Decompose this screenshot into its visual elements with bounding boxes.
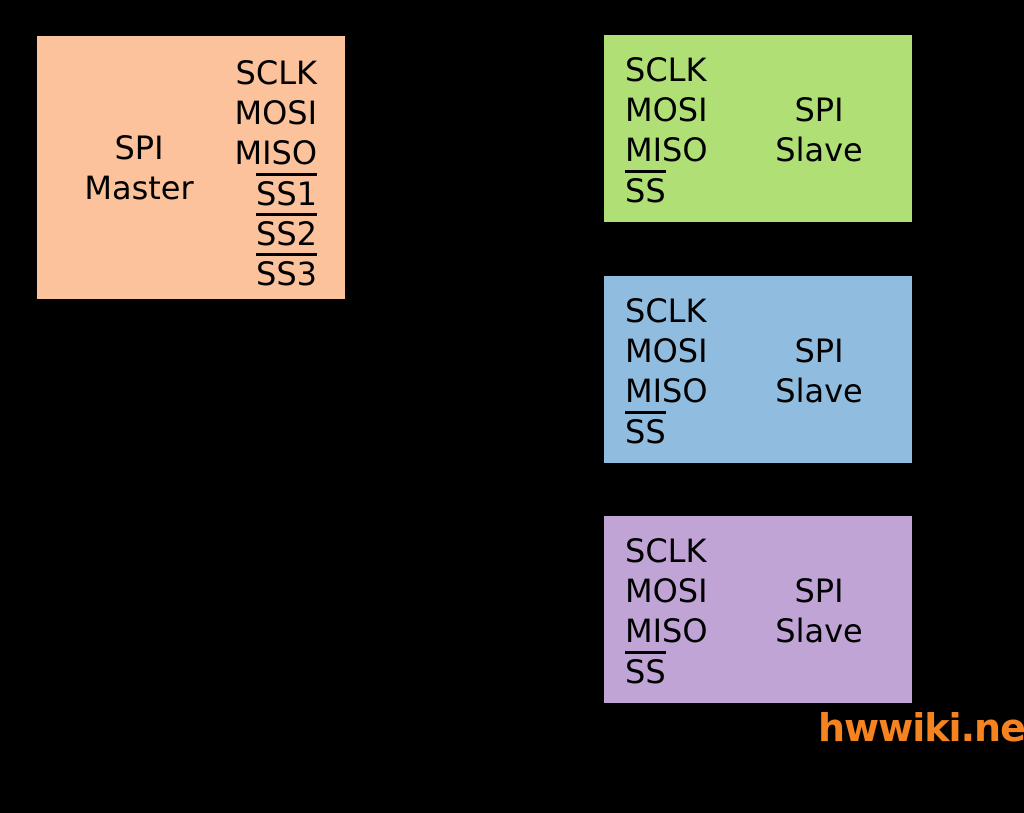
slave3-pin-sclk: SCLK <box>625 532 707 570</box>
spi-slave1-box: SCLK MOSI MISO SS SPI Slave <box>602 33 914 224</box>
spi-slave2-label-line2: Slave <box>775 372 863 410</box>
spi-slave3-label-line1: SPI <box>794 572 844 610</box>
spi-master-label-line2: Master <box>84 169 194 207</box>
slave3-pin-miso: MISO <box>625 612 708 650</box>
slave3-pin-mosi: MOSI <box>625 572 708 610</box>
slave1-pin-miso: MISO <box>625 131 708 169</box>
watermark-hwwiki: hwwiki.net <box>818 706 1024 750</box>
overline-bar: SS <box>625 170 666 210</box>
slave3-pin-ss: SS <box>625 651 708 691</box>
master-pin-miso: MISO <box>234 134 317 172</box>
slave2-pin-miso: MISO <box>625 372 708 410</box>
spi-slave2-pins: SCLK MOSI MISO SS <box>625 291 708 451</box>
spi-slave1-label: SPI Slave <box>744 90 894 170</box>
spi-slave2-label: SPI Slave <box>744 331 894 411</box>
spi-master-label: SPI Master <box>49 128 229 208</box>
master-pin-ss1: SS1 <box>234 173 317 213</box>
spi-slave1-label-line1: SPI <box>794 91 844 129</box>
spi-slave3-box: SCLK MOSI MISO SS SPI Slave <box>602 514 914 705</box>
spi-slave1-pins: SCLK MOSI MISO SS <box>625 50 708 210</box>
overline-bar: SS1 <box>256 173 317 213</box>
slave1-pin-mosi: MOSI <box>625 91 708 129</box>
spi-slave3-label-line2: Slave <box>775 612 863 650</box>
master-pin-sclk: SCLK <box>235 54 317 92</box>
spi-slave2-label-line1: SPI <box>794 332 844 370</box>
master-pin-ss3: SS3 <box>234 253 317 293</box>
spi-master-box: SPI Master SCLK MOSI MISO SS1 SS2 SS3 <box>35 34 347 301</box>
slave2-pin-ss: SS <box>625 411 708 451</box>
master-pin-mosi: MOSI <box>234 94 317 132</box>
spi-slave3-label: SPI Slave <box>744 571 894 651</box>
master-pin-ss2: SS2 <box>234 213 317 253</box>
spi-slave3-pins: SCLK MOSI MISO SS <box>625 531 708 691</box>
spi-slave1-label-line2: Slave <box>775 131 863 169</box>
slave2-pin-sclk: SCLK <box>625 292 707 330</box>
overline-bar: SS <box>625 411 666 451</box>
spi-master-pins: SCLK MOSI MISO SS1 SS2 SS3 <box>234 53 317 293</box>
overline-bar: SS2 <box>256 213 317 253</box>
spi-slave2-box: SCLK MOSI MISO SS SPI Slave <box>602 274 914 465</box>
slave2-pin-mosi: MOSI <box>625 332 708 370</box>
spi-master-label-line1: SPI <box>114 129 164 167</box>
slave1-pin-sclk: SCLK <box>625 51 707 89</box>
overline-bar: SS3 <box>256 253 317 293</box>
slave1-pin-ss: SS <box>625 170 708 210</box>
overline-bar: SS <box>625 651 666 691</box>
